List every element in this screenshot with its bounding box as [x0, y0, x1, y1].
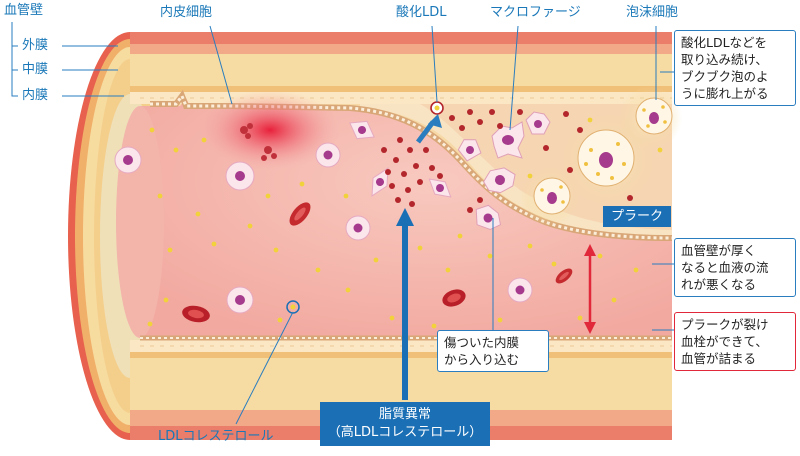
note-foam-cell: 酸化LDLなどを 取り込み続け、 ブクブク泡のよ うに膨れ上がる: [674, 30, 796, 106]
label-foam-cell: 泡沫細胞: [626, 5, 679, 20]
middle-layer-top: [130, 54, 672, 86]
macrophages: [457, 111, 551, 230]
label-ldl-cholesterol: LDLコレステロール: [158, 429, 274, 444]
plaque-tag: プラーク: [603, 206, 672, 227]
label-oxidized-ldl: 酸化LDL: [396, 5, 447, 20]
foam-cells: [533, 97, 673, 215]
label-vessel-wall: 血管壁: [4, 3, 44, 18]
injury-site: [200, 90, 340, 170]
note-damaged-intima: 傷ついた内膜 から入り込む: [437, 330, 549, 372]
oxidized-ldl-arrow: [416, 120, 435, 144]
white-blood-cells: [114, 120, 533, 314]
lipid-abnormality-banner: 脂質異常 （高LDLコレステロール）: [320, 402, 490, 446]
ldl-particles-red: [381, 109, 633, 213]
label-middle-layer: 中膜: [22, 62, 49, 77]
wall-thickness-arrow: [584, 244, 596, 334]
label-outer-layer: 外膜: [22, 38, 49, 53]
label-macrophage: マクロファージ: [490, 5, 581, 20]
outer-band-top: [130, 32, 672, 44]
label-inner-layer: 内膜: [22, 88, 49, 103]
platelet-clot: [240, 123, 277, 161]
red-blood-cells: [182, 202, 573, 323]
ldl-particles-yellow: [147, 117, 663, 329]
label-endothelial-cell: 内皮細胞: [160, 5, 213, 20]
note-wall-thickness: 血管壁が厚く なると血液の流 れが悪くなる: [674, 238, 796, 297]
note-plaque-rupture: プラークが裂け 血栓ができて、 血管が詰まる: [674, 312, 796, 371]
leader-lines: [11, 22, 674, 425]
